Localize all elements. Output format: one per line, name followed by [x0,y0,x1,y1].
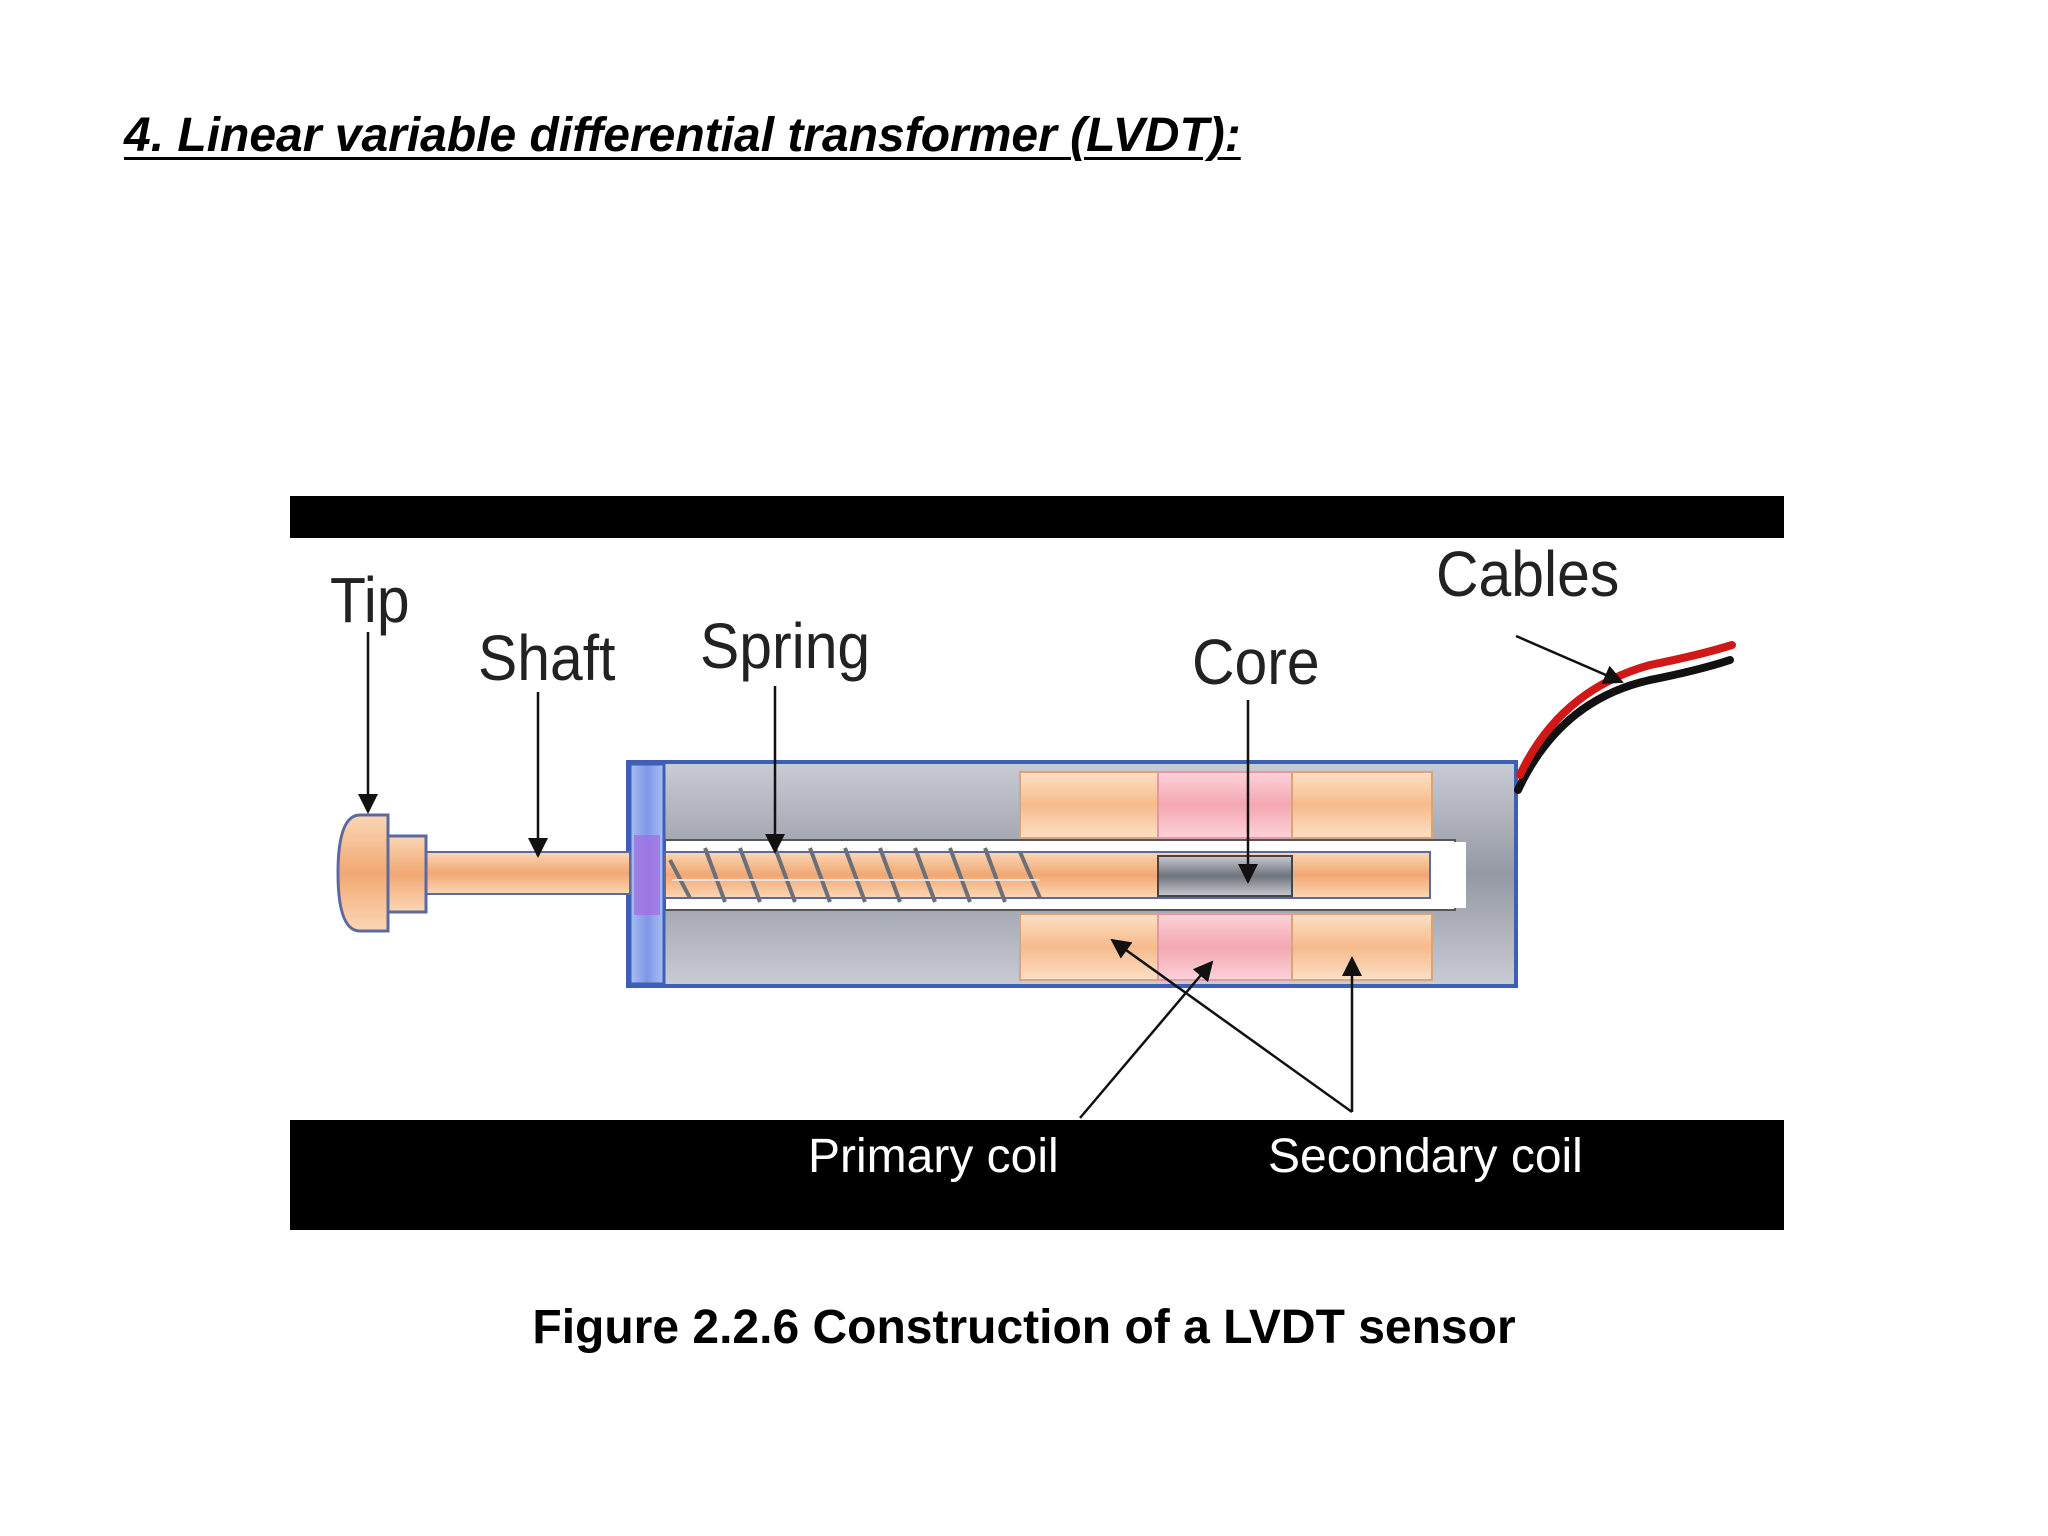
figure-caption: Figure 2.2.6 Construction of a LVDT sens… [532,1301,1516,1354]
cables [1514,641,1736,794]
core-label: Core [1192,627,1320,699]
spring [668,847,1042,903]
section-heading: 4. Linear variable differential transfor… [124,109,1241,162]
coil-top-row [1019,771,1433,839]
spring-label: Spring [700,611,870,683]
primary-coil-label: Primary coil [808,1130,1059,1183]
tip [336,813,428,933]
shaft [419,851,631,895]
cables-arrow [1515,634,1624,685]
leader-arrows [358,632,1624,1119]
shaft-label: Shaft [478,623,615,695]
top-frame-bar [290,496,1784,538]
core [1157,855,1293,897]
end-cap-seal [634,835,660,915]
cables-label: Cables [1436,539,1619,611]
bottom-frame-bar [290,1120,1784,1230]
coil-bottom-row [1019,913,1433,981]
primary-coil-arrow [1079,960,1214,1119]
secondary-coil-arrow-1 [1110,938,1353,1114]
secondary-coil-label: Secondary coil [1268,1130,1583,1183]
tip-label: Tip [330,565,410,637]
